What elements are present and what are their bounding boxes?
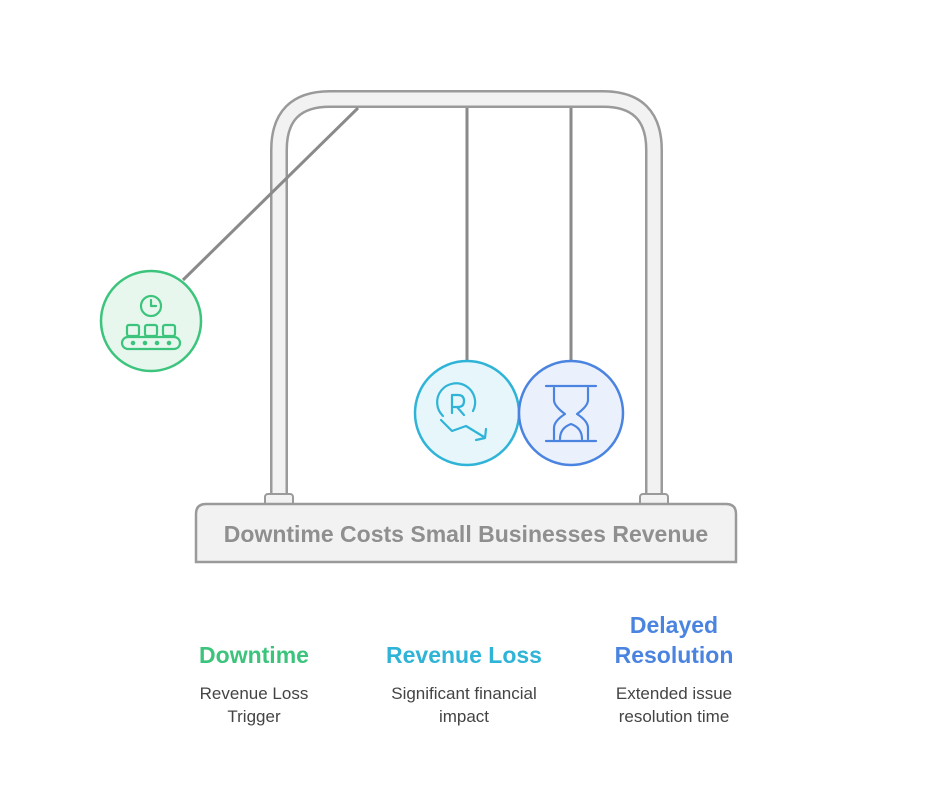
- item-revenue-loss: Revenue Loss Significant financial impac…: [364, 610, 564, 728]
- item-revenue-loss-title: Revenue Loss: [386, 642, 542, 668]
- ball-revenue-loss: [413, 359, 521, 467]
- item-downtime-title: Downtime: [199, 642, 309, 668]
- item-delayed-resolution-description: Extended issue resolution time: [615, 684, 733, 726]
- ball-delayed-resolution: [517, 359, 625, 467]
- item-downtime-description: Revenue Loss Trigger: [199, 684, 309, 726]
- item-downtime: Downtime Revenue Loss Trigger: [154, 610, 354, 728]
- cradle-frame: [264, 90, 669, 507]
- rupee-down-arrow-icon: [436, 382, 488, 442]
- base-label: Downtime Costs Small Businesses Revenue: [224, 521, 708, 547]
- item-revenue-loss-description: Significant financial impact: [391, 684, 537, 726]
- cradle-base: Downtime Costs Small Businesses Revenue: [194, 502, 738, 564]
- hourglass-icon: [544, 384, 598, 443]
- item-delayed-resolution-title: Delayed Resolution: [614, 612, 734, 668]
- conveyor-clock-icon: [120, 294, 182, 351]
- item-delayed-resolution: Delayed Resolution Extended issue resolu…: [574, 610, 774, 728]
- string-downtime: [181, 106, 360, 282]
- ball-downtime: [99, 269, 203, 373]
